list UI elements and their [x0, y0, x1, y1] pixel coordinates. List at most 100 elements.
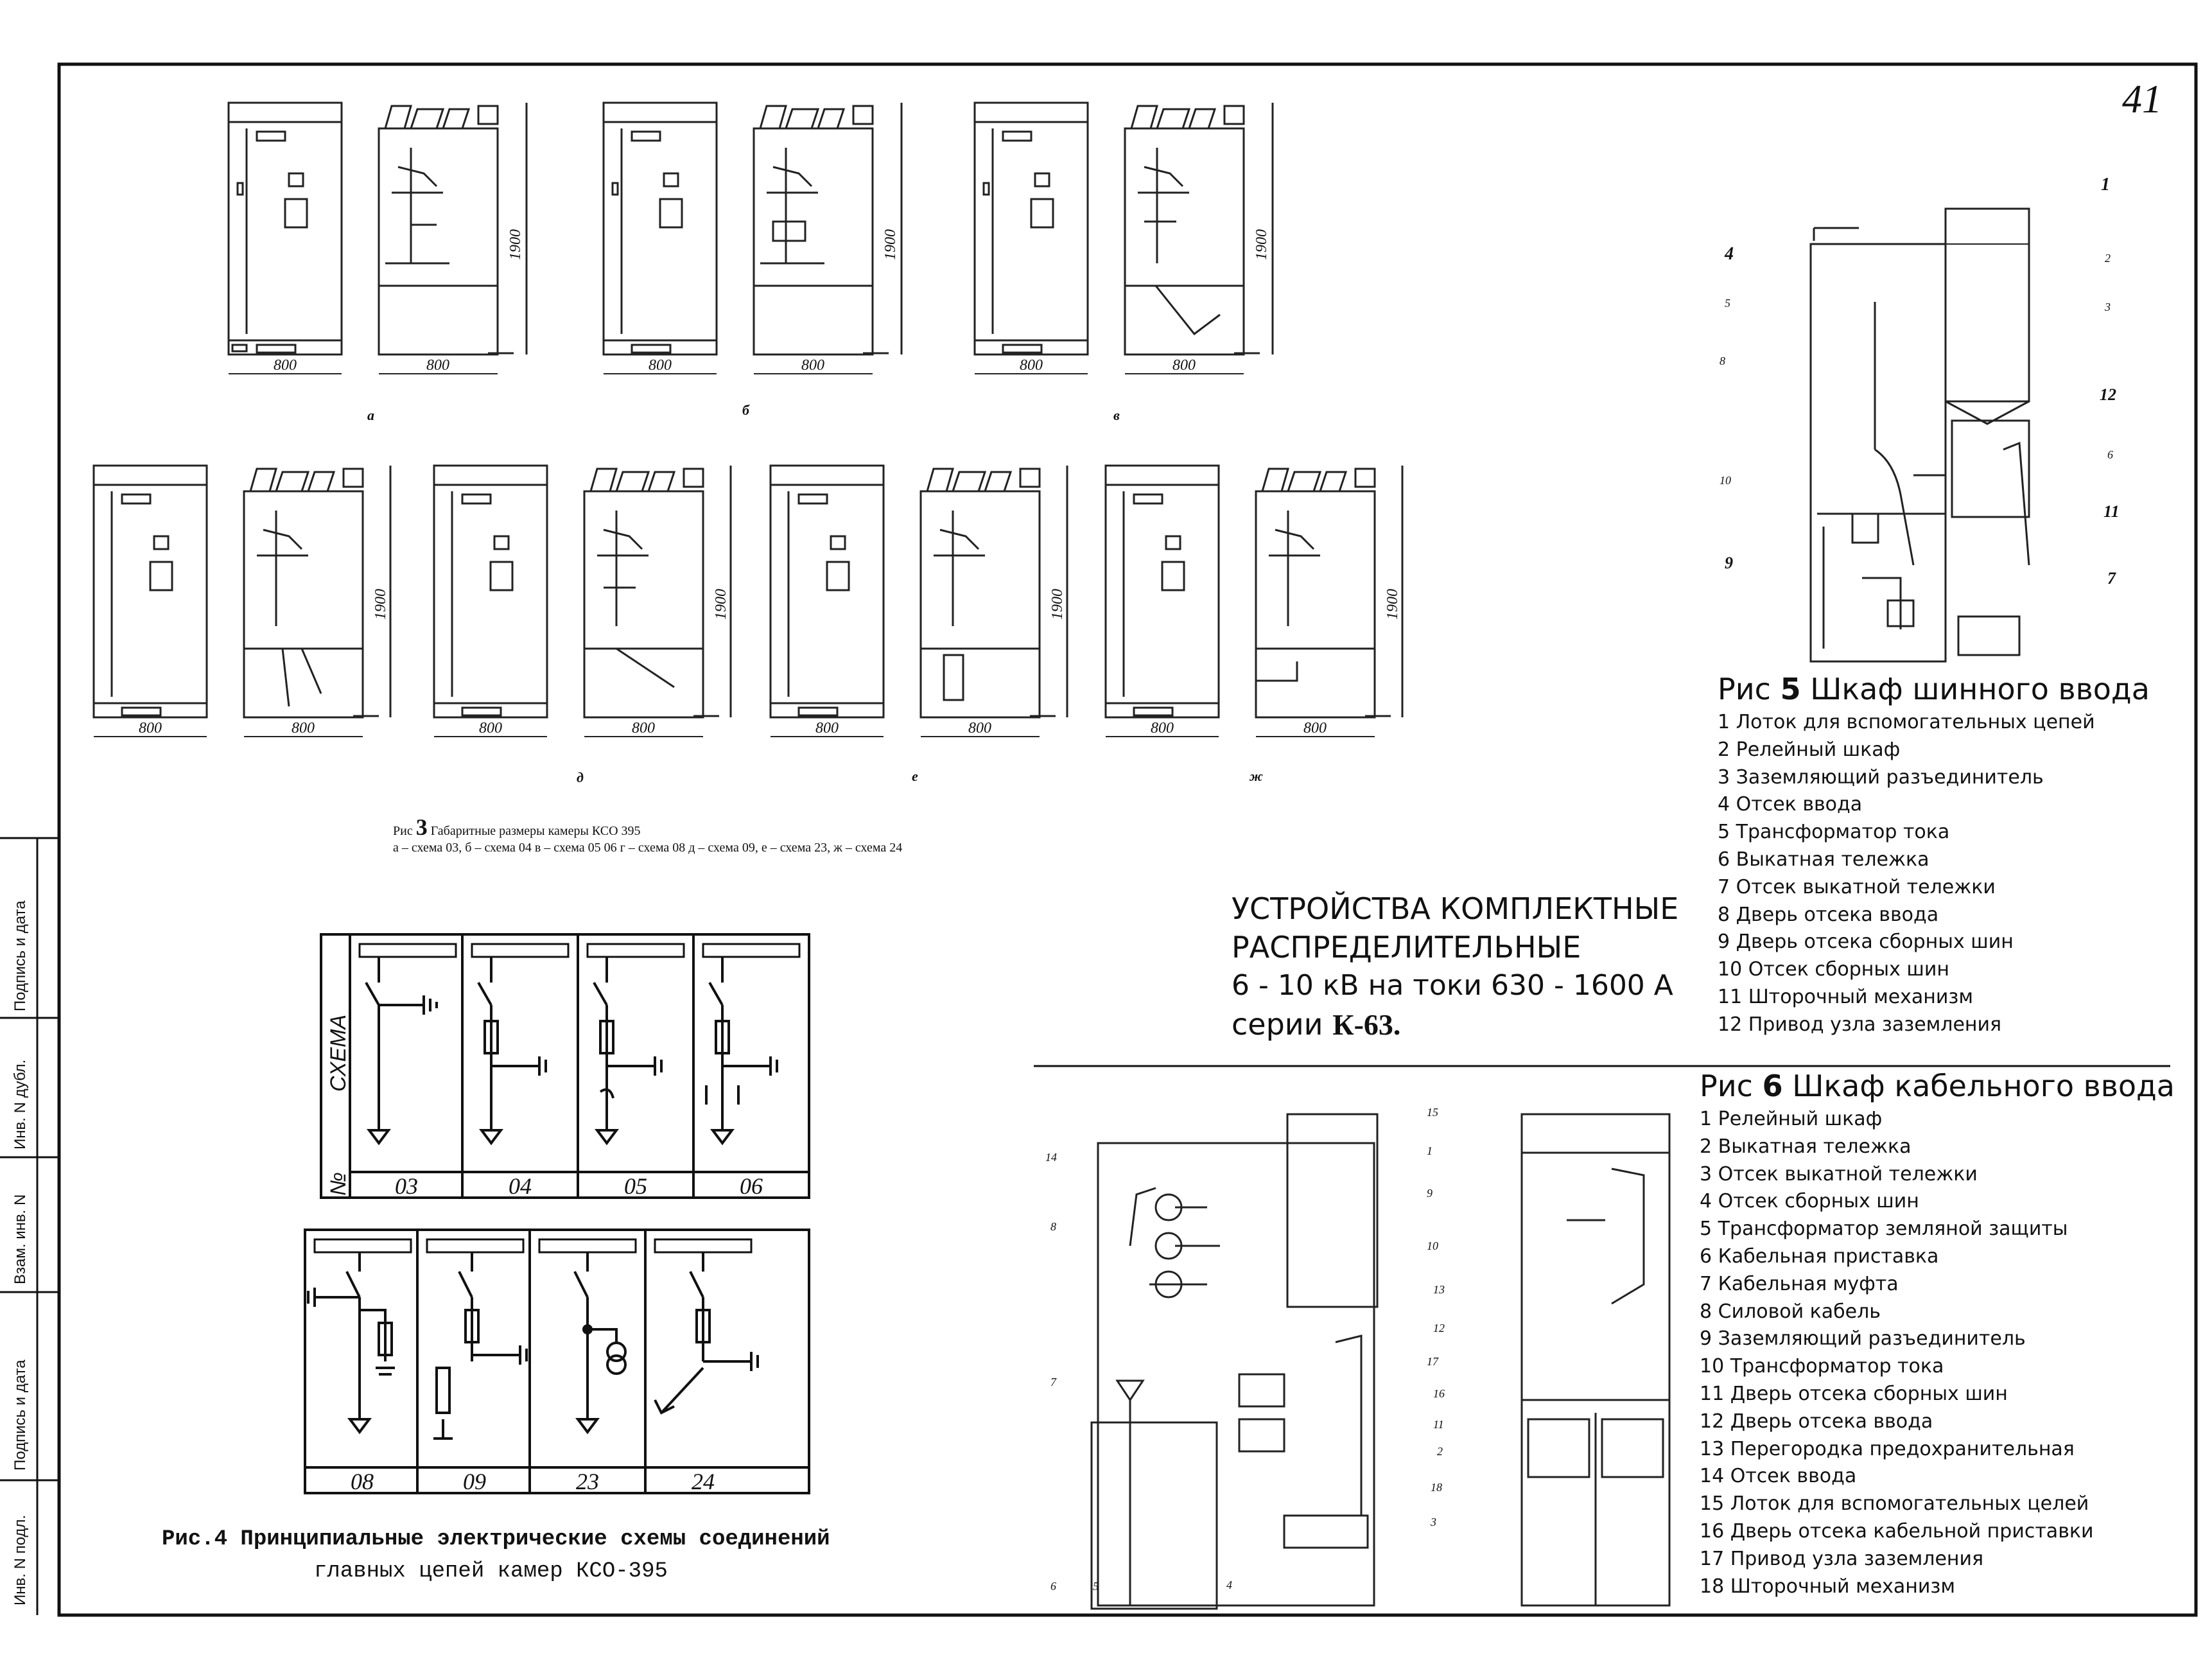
- fig6-callout-15: 15: [1427, 1106, 1438, 1119]
- figure6-legend: Рис 6 Шкаф кабельного ввода 1 Релейный ш…: [1700, 1066, 2175, 1600]
- fig5-callout-6: 6: [2107, 448, 2113, 461]
- legend-item: 6 Выкатная тележка: [1718, 848, 1929, 871]
- figure4-caption: Рис.4 Принципиальные электрические схемы…: [162, 1523, 830, 1587]
- fig6-callout-5: 5: [1093, 1580, 1099, 1593]
- schema-header-label: СХЕМА: [326, 1014, 351, 1092]
- scheme-number-04: 04: [509, 1173, 532, 1199]
- figure5-items: 1 Лоток для вспомогательных цепей 2 Реле…: [1718, 709, 2150, 1039]
- series-title-line4: серии К-63.: [1232, 1007, 1401, 1042]
- fig6-callout-1: 1: [1427, 1144, 1433, 1157]
- scheme-number-09: 09: [463, 1469, 486, 1494]
- legend-item: 7 Кабельная муфта: [1700, 1272, 1899, 1295]
- dim-height: 1900: [882, 229, 899, 260]
- cabinet-front-c: [973, 101, 1089, 356]
- dim-width: 800: [479, 720, 502, 737]
- figure3-caption: Рис 3 Габаритные размеры камеры КСО 395 …: [393, 814, 903, 856]
- fig6-callout-8: 8: [1050, 1220, 1056, 1233]
- figure3-drawings: [92, 101, 1404, 737]
- stamp-label-sign-date-1: Подпись и дата: [12, 1360, 29, 1471]
- dim-height: 1900: [1049, 589, 1066, 620]
- fig5-callout-7: 7: [2107, 569, 2116, 588]
- dimension-lines: [94, 373, 1375, 737]
- legend-item: 17 Привод узла заземления: [1700, 1547, 1984, 1570]
- legend-item: 8 Дверь отсека ввода: [1718, 903, 1939, 926]
- cabinet-side-c: [1124, 103, 1274, 356]
- variant-letter-e: е: [912, 768, 918, 784]
- scheme-number-03: 03: [395, 1173, 418, 1199]
- legend-item: 9 Заземляющий разъединитель: [1700, 1327, 2026, 1351]
- cabinet-side-e: [919, 466, 1068, 719]
- scheme-number-24: 24: [692, 1469, 715, 1494]
- schema-table-top: [320, 933, 810, 1199]
- scheme-number-06: 06: [740, 1173, 763, 1199]
- legend-item: 5 Трансформатор тока: [1718, 821, 1950, 844]
- legend-item: 7 Отсек выкатной тележки: [1718, 875, 1996, 898]
- series-title-line2: РАСПРЕДЕЛИТЕЛЬНЫЕ: [1232, 930, 1581, 965]
- cabinet-side-zh: [1255, 466, 1404, 719]
- sheet-frame: [57, 62, 2198, 1617]
- variant-letter-zh: ж: [1250, 768, 1263, 784]
- figure6-title: Рис 6 Шкаф кабельного ввода: [1700, 1069, 2175, 1103]
- fig6-callout-9: 9: [1427, 1187, 1433, 1200]
- fig6-callout-2: 2: [1437, 1445, 1443, 1458]
- figure5-drawing: [1809, 207, 2030, 663]
- fig5-callout-10: 10: [1720, 474, 1731, 487]
- cabinet-side-d: [583, 466, 732, 719]
- fig6-callout-10: 10: [1427, 1239, 1438, 1252]
- series-title: УСТРОЙСТВА КОМПЛЕКТНЫЕ РАСПРЕДЕЛИТЕЛЬНЫЕ…: [1232, 889, 1678, 1044]
- dim-height: 1900: [372, 589, 389, 620]
- legend-item: 2 Выкатная тележка: [1700, 1135, 1912, 1158]
- dim-width: 800: [632, 720, 655, 737]
- fig6-callout-12: 12: [1433, 1322, 1445, 1334]
- legend-item: 2 Релейный шкаф: [1718, 738, 1901, 761]
- cabinet-front-g: [92, 464, 208, 719]
- legend-item: 12 Дверь отсека ввода: [1700, 1410, 1933, 1433]
- dim-width: 800: [968, 720, 991, 737]
- fig5-callout-1: 1: [2101, 175, 2110, 195]
- dim-width: 800: [815, 720, 839, 737]
- fig6-callout-13: 13: [1433, 1283, 1445, 1296]
- fig6-callout-16: 16: [1433, 1387, 1445, 1400]
- dim-height: 1900: [1253, 229, 1270, 260]
- stamp-label-vzam-inv: Взам. инв. N: [12, 1194, 29, 1284]
- figure4-caption-line2: главных цепей камер КСО-395: [314, 1559, 668, 1584]
- cabinet-front-a: [227, 101, 343, 356]
- legend-item: 10 Отсек сборных шин: [1718, 958, 1949, 981]
- legend-item: 16 Дверь отсека кабельной приставки: [1700, 1519, 2094, 1543]
- figure3-caption-line2: а – схема 03, б – схема 04 в – схема 05 …: [393, 841, 903, 855]
- fig5-callout-12: 12: [2100, 385, 2116, 404]
- scheme-number-08: 08: [351, 1469, 374, 1494]
- series-title-line1: УСТРОЙСТВА КОМПЛЕКТНЫЕ: [1232, 891, 1679, 926]
- cabinet-side-a: [378, 103, 528, 356]
- dim-height: 1900: [713, 589, 729, 620]
- legend-item: 3 Заземляющий разъединитель: [1718, 765, 2044, 789]
- figure5-title: Рис 5 Шкаф шинного ввода: [1718, 672, 2150, 706]
- legend-item: 1 Релейный шкаф: [1700, 1108, 1883, 1130]
- scheme-number-23: 23: [576, 1469, 599, 1494]
- dim-width: 800: [649, 357, 672, 374]
- cabinet-front-e: [769, 464, 885, 719]
- figure3-caption-line1: Рис 3 Габаритные размеры камеры КСО 395: [393, 814, 641, 840]
- fig5-callout-9: 9: [1725, 554, 1733, 572]
- schema-number-label: №: [326, 1172, 351, 1196]
- legend-item: 13 Перегородка предохранительная: [1700, 1437, 2075, 1460]
- fig5-callout-8: 8: [1720, 354, 1725, 367]
- legend-item: 15 Лоток для вспомогательных целей: [1700, 1492, 2089, 1516]
- fig5-callout-11: 11: [2103, 502, 2120, 521]
- fig6-callout-14: 14: [1045, 1151, 1057, 1164]
- legend-item: 1 Лоток для вспомогательных цепей: [1718, 711, 2095, 733]
- dim-width: 800: [801, 357, 824, 374]
- fig6-callout-18: 18: [1431, 1481, 1442, 1494]
- dim-width: 800: [1020, 357, 1043, 374]
- dim-width: 800: [1303, 720, 1327, 737]
- legend-item: 4 Отсек ввода: [1718, 793, 1863, 816]
- variant-letter-b: б: [742, 402, 749, 418]
- page-number: 41: [2122, 78, 2162, 121]
- legend-item: 11 Шторочный механизм: [1718, 985, 1973, 1008]
- legend-item: 8 Силовой кабель: [1700, 1300, 1881, 1323]
- legend-item: 11 Дверь отсека сборных шин: [1700, 1382, 2008, 1405]
- legend-item: 3 Отсек выкатной тележки: [1700, 1162, 1978, 1185]
- stamp-label-inv-dubl: Инв. N дубл.: [12, 1059, 29, 1150]
- legend-item: 9 Дверь отсека сборных шин: [1718, 931, 2014, 954]
- cabinet-front-d: [433, 464, 548, 719]
